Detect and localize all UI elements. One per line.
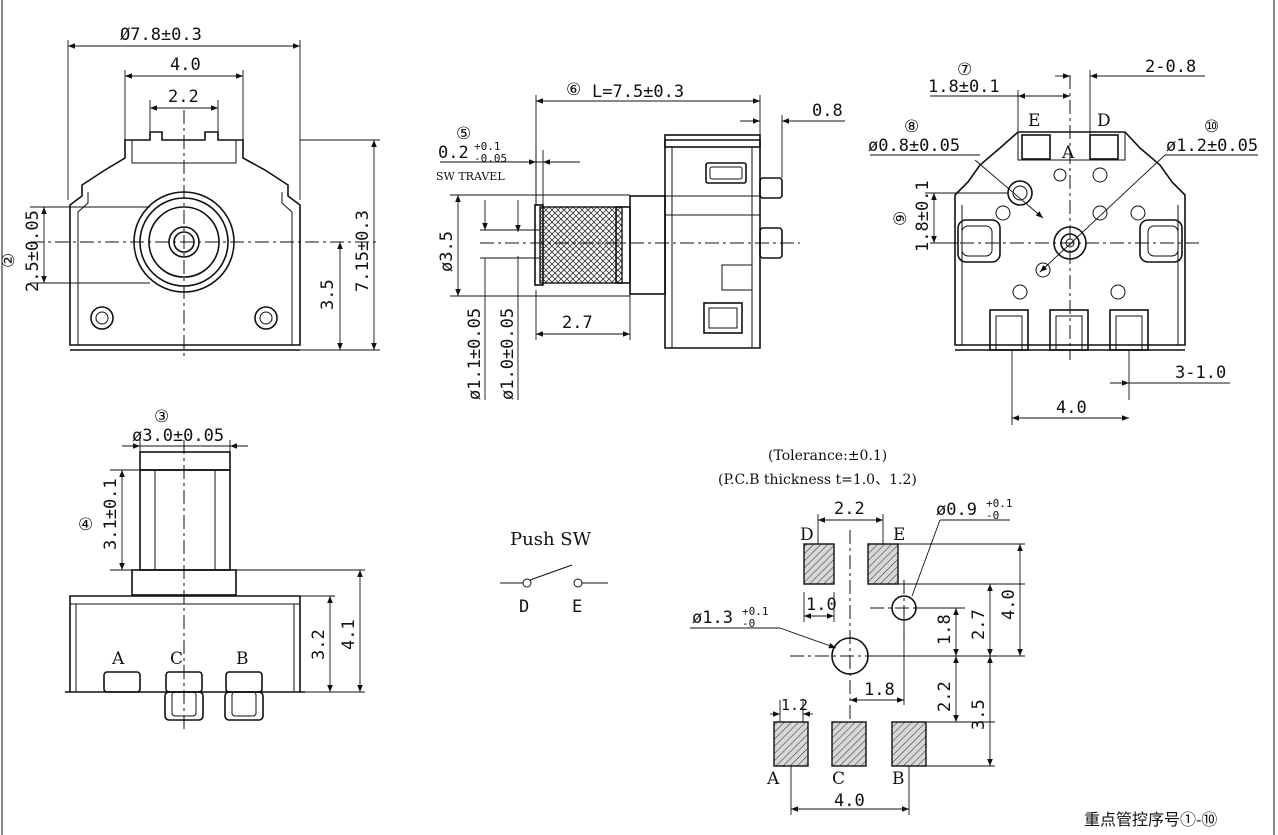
side-dim-travel: 0.2 (438, 143, 469, 163)
pcb-dim-35: 3.5 (969, 699, 989, 730)
side-dim-travel-num: ⑤ (456, 124, 471, 144)
pcb-dim-18h: 1.8 (864, 680, 895, 700)
side-view: ⑥ L=7.5±0.3 0.8 ⑤ 0.2 +0.1 -0.05 SW TRAV… (436, 80, 845, 400)
bottom-label-a: A (111, 649, 125, 669)
front-dim-lower: 3.5 (318, 279, 338, 310)
pcb-dim-40v: 4.0 (999, 589, 1019, 620)
pcb-dim-hole-small: ø0.9 (936, 500, 977, 520)
front-dim-slot: 2.2 (168, 87, 199, 107)
rear-label-d: D (1097, 111, 1111, 131)
pcb-label-d: D (800, 525, 814, 545)
pcb-dim-27: 2.7 (969, 609, 989, 640)
rear-dim-10-num: ⑩ (1204, 117, 1219, 137)
rear-view: E D A ⑦ 1.8±0.1 2-0.8 ⑧ ø0.8±0.05 ⑩ ø1.2… (868, 57, 1258, 425)
rear-dim-9: 1.8±0.1 (913, 180, 933, 252)
bottom-dim-3-num: ③ (154, 407, 169, 427)
bottom-dim-total: 4.1 (339, 619, 359, 650)
pcb-dim-top: 2.2 (834, 499, 865, 519)
rear-dim-7: 1.8±0.1 (928, 77, 1000, 97)
pcb-note-thickness: (P.C.B thickness t=1.0、1.2) (718, 472, 917, 488)
side-travel-label: SW TRAVEL (436, 170, 505, 183)
rear-dim-8-num: ⑧ (904, 117, 919, 137)
bottom-label-b: B (236, 649, 249, 669)
rear-dim-pitch2: 3-1.0 (1175, 363, 1226, 383)
rear-dim-9-num: ⑨ (891, 211, 911, 226)
pcb-dim-hole-small-plus: +0.1 (986, 497, 1013, 510)
pcb-dim-22: 2.2 (935, 681, 955, 712)
bottom-dim-4-num: ④ (78, 515, 93, 535)
pcb-dim-10: 1.0 (806, 595, 837, 615)
pcb-label-e: E (893, 525, 905, 545)
pcb-footprint: (Tolerance:±0.1) (P.C.B thickness t=1.0、… (690, 448, 1025, 815)
push-sw-label-e: E (572, 597, 582, 617)
pcb-dim-hole-small-minus: -0 (986, 509, 999, 522)
footer-note: 重点管控序号①-⑩ (1084, 810, 1217, 829)
rear-label-a: A (1061, 143, 1075, 163)
bottom-view: ③ ø3.0±0.05 ④ 3.1±0.1 3.2 4.1 A C B (65, 407, 365, 730)
side-dim-shaft: ø3.5 (437, 231, 457, 272)
pcb-label-c: C (832, 769, 845, 789)
pcb-dim-hole-big-plus: +0.1 (742, 605, 769, 618)
pcb-label-b: B (892, 769, 905, 789)
push-switch-symbol: Push SW D E (500, 529, 608, 617)
push-sw-title: Push SW (510, 529, 592, 550)
rear-label-e: E (1028, 111, 1040, 131)
rear-dim-pitch: 2-0.8 (1145, 57, 1196, 77)
side-dim-right: 0.8 (812, 101, 843, 121)
pcb-label-a: A (766, 769, 780, 789)
front-view: Ø7.8±0.3 4.0 2.2 ② 2.5±0.05 3.5 7.15±0.3 (0, 25, 380, 360)
side-dim-length-num: ⑥ (566, 80, 581, 100)
rear-dim-8: ø0.8±0.05 (868, 136, 960, 156)
front-dim-left: 2.5±0.05 (23, 210, 43, 292)
front-dim-top: 4.0 (170, 55, 201, 75)
front-dim-width: Ø7.8±0.3 (120, 25, 202, 45)
side-dim-bottom: 2.7 (562, 313, 593, 333)
front-dim-left-num: ② (0, 253, 19, 268)
side-dim-d2: ø1.0±0.05 (498, 308, 518, 400)
rear-dim-bottom: 4.0 (1056, 398, 1087, 418)
rear-dim-10: ø1.2±0.05 (1166, 136, 1258, 156)
pcb-note-tolerance: (Tolerance:±0.1) (768, 448, 887, 464)
bottom-dim-4: 3.1±0.1 (101, 478, 121, 550)
pcb-dim-hole-big: ø1.3 (692, 608, 733, 628)
push-sw-label-d: D (519, 597, 529, 617)
side-dim-length: L=7.5±0.3 (592, 82, 684, 102)
bottom-label-c: C (170, 649, 183, 669)
side-dim-travel-plus: +0.1 (474, 140, 501, 153)
side-dim-d1: ø1.1±0.05 (465, 308, 485, 400)
side-dim-travel-minus: -0.05 (474, 152, 507, 165)
bottom-dim-3: ø3.0±0.05 (132, 426, 224, 446)
bottom-dim-body: 3.2 (309, 629, 329, 660)
pcb-dim-hole-big-minus: -0 (742, 617, 755, 630)
pcb-dim-40h: 4.0 (834, 791, 865, 811)
rear-dim-7-num: ⑦ (957, 60, 972, 80)
pcb-dim-12: 1.2 (781, 696, 808, 714)
front-dim-height: 7.15±0.3 (353, 210, 373, 292)
pcb-dim-18v: 1.8 (935, 614, 955, 645)
